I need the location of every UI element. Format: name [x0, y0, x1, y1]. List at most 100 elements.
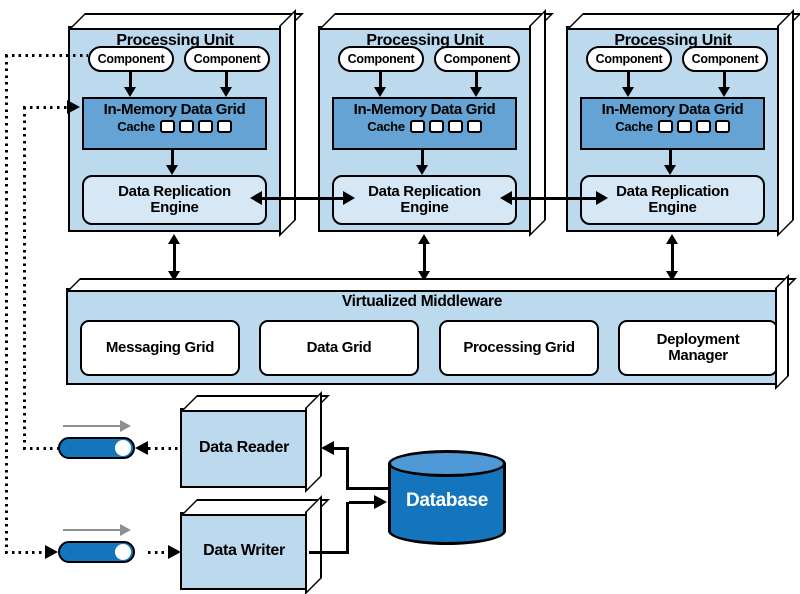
arrow-down-icon [416, 150, 429, 175]
middleware-module: Deployment Manager [618, 320, 778, 376]
arrowhead-into-pipe-icon [135, 441, 148, 455]
db-reader-line [346, 448, 349, 490]
writer-pipe-icon [58, 541, 135, 563]
database-body: Database [388, 463, 506, 532]
cache-slot [676, 120, 692, 133]
arrow-down-icon [220, 72, 233, 97]
data-replication-engine: Data Replication Engine [332, 175, 517, 225]
component-label: Component [347, 52, 415, 66]
cache-slots [657, 120, 730, 133]
data-replication-engine: Data Replication Engine [82, 175, 267, 225]
cache-label: Cache [367, 119, 405, 134]
middleware-module: Messaging Grid [80, 320, 240, 376]
data-writer-box: Data Writer [180, 512, 308, 590]
arrow-down-icon [622, 72, 635, 97]
unit-middleware-arrow [168, 234, 181, 281]
module-label: Messaging Grid [105, 339, 215, 357]
processing-unit-title: Processing Unit [614, 32, 732, 49]
cache-label: Cache [615, 119, 653, 134]
cache-slot [428, 120, 444, 133]
db-writer-line [346, 502, 349, 553]
reader-pipe-icon [58, 437, 135, 459]
dotted-flow-line-writer [5, 55, 8, 553]
cache-slots [409, 120, 482, 133]
arrow-down-icon [718, 72, 731, 97]
dotted-flow-line [23, 447, 58, 450]
cache-slot [714, 120, 730, 133]
component-label: Component [691, 52, 759, 66]
db-reader-line [334, 446, 349, 450]
component-box: Component [682, 46, 768, 72]
writer-label: Data Writer [203, 542, 285, 559]
cache-slot [197, 120, 213, 133]
dotted-flow-line [148, 447, 182, 450]
arrowhead-into-reader-icon [321, 441, 334, 455]
module-label: Processing Grid [463, 339, 575, 357]
arrowhead-into-writer-icon [168, 545, 181, 559]
virtualized-middleware: Virtualized Middleware Messaging Grid Da… [66, 288, 778, 385]
component-label: Component [443, 52, 511, 66]
grid-title: In-Memory Data Grid [103, 101, 246, 118]
grid-title: In-Memory Data Grid [601, 101, 744, 118]
db-writer-line [349, 500, 375, 504]
replication-link-arrow [250, 191, 355, 205]
db-writer-line [309, 550, 349, 554]
component-box: Component [184, 46, 270, 72]
arrow-down-icon [166, 150, 179, 175]
processing-unit-title: Processing Unit [366, 32, 484, 49]
module-label: Deployment Manager [656, 331, 740, 364]
dotted-flow-line [23, 106, 68, 109]
dotted-flow-line-reader [23, 107, 26, 449]
grid-title: In-Memory Data Grid [353, 101, 496, 118]
arrow-down-icon [470, 72, 483, 97]
engine-label-line2: Engine [648, 199, 697, 216]
db-reader-line [348, 487, 392, 490]
dotted-flow-line [5, 551, 45, 554]
dotted-flow-line [148, 551, 168, 554]
database-top [388, 450, 506, 477]
engine-label-line2: Engine [150, 199, 199, 216]
component-label: Component [193, 52, 261, 66]
database-label: Database [405, 489, 489, 511]
dotted-flow-line [5, 54, 88, 57]
middleware-module: Data Grid [259, 320, 419, 376]
component-label: Component [595, 52, 663, 66]
processing-unit: Processing Unit Component Component In-M… [68, 26, 282, 232]
unit-middleware-arrow [666, 234, 679, 281]
cache-slot [466, 120, 482, 133]
middleware-title: Virtualized Middleware [341, 293, 503, 310]
cache-slot [695, 120, 711, 133]
component-label: Component [97, 52, 165, 66]
unit-middleware-arrow [418, 234, 431, 281]
cache-slot [447, 120, 463, 133]
middleware-module: Processing Grid [439, 320, 599, 376]
data-replication-engine: Data Replication Engine [580, 175, 765, 225]
component-box: Component [434, 46, 520, 72]
cache-slot [216, 120, 232, 133]
in-memory-data-grid: In-Memory Data Grid Cache [82, 97, 267, 150]
engine-label-line1: Data Replication [368, 182, 481, 200]
cache-label: Cache [117, 119, 155, 134]
arrow-down-icon [374, 72, 387, 97]
component-box: Component [88, 46, 174, 72]
replication-link-arrow [500, 191, 608, 205]
database-cylinder: Database [388, 450, 506, 545]
module-label: Data Grid [306, 339, 372, 357]
cache-slot [159, 120, 175, 133]
component-box: Component [338, 46, 424, 72]
reader-label: Data Reader [198, 439, 290, 456]
arrowhead-into-grid-icon [67, 100, 80, 114]
in-memory-data-grid: In-Memory Data Grid Cache [332, 97, 517, 150]
arrowhead-into-database-icon [374, 495, 387, 509]
processing-unit-title: Processing Unit [116, 32, 234, 49]
arrow-down-icon [664, 150, 677, 175]
engine-label-line1: Data Replication [118, 182, 231, 200]
engine-label-line1: Data Replication [616, 182, 729, 200]
cache-slots [159, 120, 232, 133]
arrowhead-into-pipe-icon [45, 545, 58, 559]
cache-slot [178, 120, 194, 133]
arrow-down-icon [124, 72, 137, 97]
cache-slot [657, 120, 673, 133]
flow-direction-arrow-icon [63, 420, 131, 432]
